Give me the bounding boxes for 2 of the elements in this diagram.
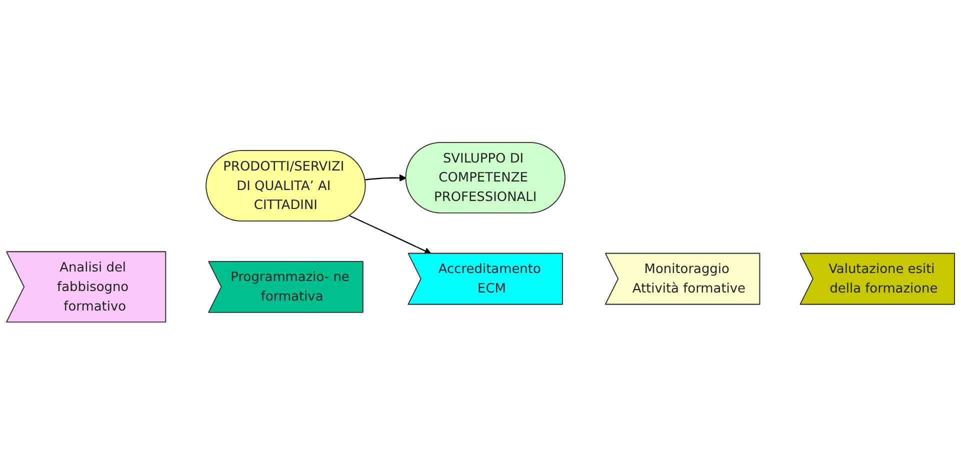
- arrow: [365, 174, 406, 182]
- arrow: [349, 215, 432, 254]
